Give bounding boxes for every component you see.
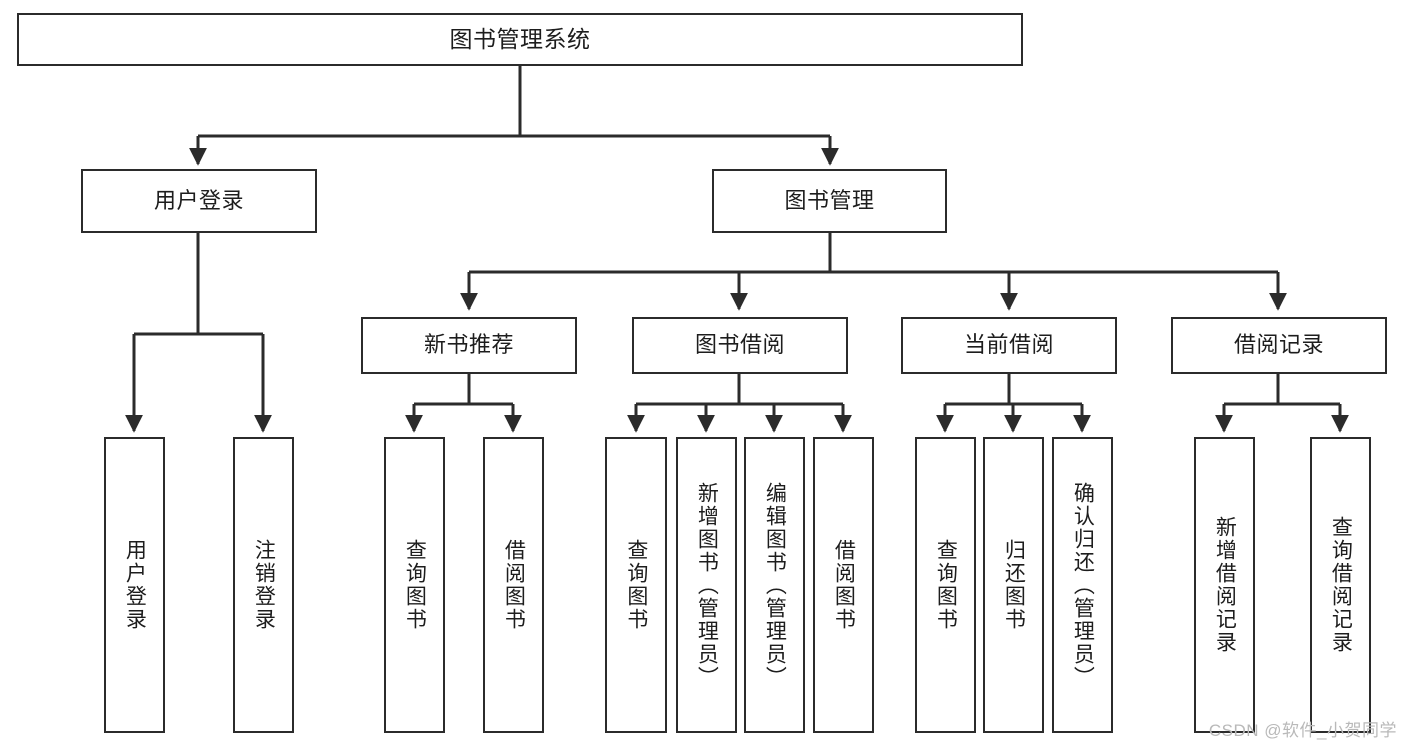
node-book-management[interactable]: 图书管理 xyxy=(712,169,947,233)
node-user-login[interactable]: 用户登录 xyxy=(81,169,317,233)
leaf-confirm-return-admin[interactable]: 确认归还（管理员） xyxy=(1052,437,1113,733)
leaf-confirm-return-admin-label: 确认归还（管理员） xyxy=(1071,481,1095,689)
leaf-add-borrow-record[interactable]: 新增借阅记录 xyxy=(1194,437,1255,733)
node-book-management-label: 图书管理 xyxy=(784,187,875,213)
node-book-borrowing[interactable]: 图书借阅 xyxy=(632,317,848,374)
node-current-borrowing-label: 当前借阅 xyxy=(963,332,1054,358)
leaf-return-book-label: 归还图书 xyxy=(1002,539,1026,631)
node-book-borrowing-label: 图书借阅 xyxy=(694,332,785,358)
leaf-add-borrow-record-label: 新增借阅记录 xyxy=(1213,516,1237,654)
leaf-query-book-current[interactable]: 查询图书 xyxy=(915,437,976,733)
leaf-query-book-borrow[interactable]: 查询图书 xyxy=(605,437,667,733)
leaf-user-login-label: 用户登录 xyxy=(123,539,147,631)
leaf-return-book[interactable]: 归还图书 xyxy=(983,437,1044,733)
leaf-edit-book-admin[interactable]: 编辑图书（管理员） xyxy=(744,437,805,733)
node-current-borrowing[interactable]: 当前借阅 xyxy=(901,317,1117,374)
leaf-borrow-book-new-rec-label: 借阅图书 xyxy=(502,539,526,631)
leaf-edit-book-admin-label: 编辑图书（管理员） xyxy=(763,481,787,689)
node-new-book-recommendation-label: 新书推荐 xyxy=(423,332,514,358)
leaf-borrow-book-new-rec[interactable]: 借阅图书 xyxy=(483,437,544,733)
node-root-label: 图书管理系统 xyxy=(449,25,591,52)
node-root-book-management-system[interactable]: 图书管理系统 xyxy=(17,13,1023,66)
leaf-borrow-book-label: 借阅图书 xyxy=(832,539,856,631)
node-borrowing-record[interactable]: 借阅记录 xyxy=(1171,317,1387,374)
leaf-query-book-new-rec[interactable]: 查询图书 xyxy=(384,437,445,733)
leaf-add-book-admin-label: 新增图书（管理员） xyxy=(695,481,719,689)
node-borrowing-record-label: 借阅记录 xyxy=(1233,332,1324,358)
leaf-logout[interactable]: 注销登录 xyxy=(233,437,294,733)
leaf-query-book-new-rec-label: 查询图书 xyxy=(403,539,427,631)
leaf-add-book-admin[interactable]: 新增图书（管理员） xyxy=(676,437,737,733)
leaf-query-borrow-record-label: 查询借阅记录 xyxy=(1329,516,1353,654)
node-new-book-recommendation[interactable]: 新书推荐 xyxy=(361,317,577,374)
leaf-user-login[interactable]: 用户登录 xyxy=(104,437,165,733)
leaf-borrow-book[interactable]: 借阅图书 xyxy=(813,437,874,733)
leaf-query-book-current-label: 查询图书 xyxy=(934,539,958,631)
leaf-logout-label: 注销登录 xyxy=(252,539,276,631)
leaf-query-book-borrow-label: 查询图书 xyxy=(624,539,648,631)
leaf-query-borrow-record[interactable]: 查询借阅记录 xyxy=(1310,437,1371,733)
node-user-login-label: 用户登录 xyxy=(153,187,244,213)
